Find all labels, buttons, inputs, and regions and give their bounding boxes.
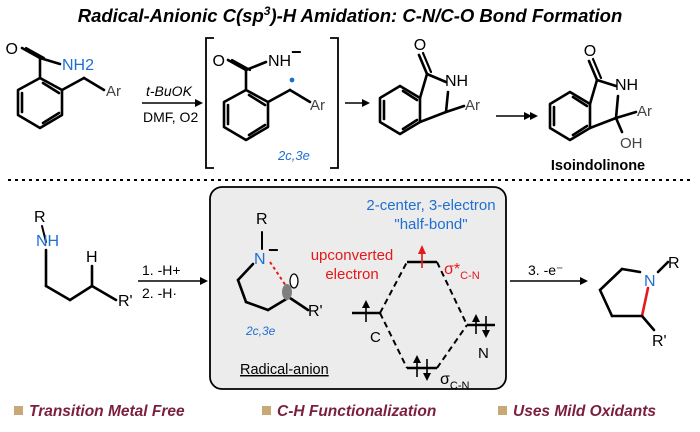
bottom-substrate-h: H xyxy=(86,249,98,266)
radical-anion-rprime: R' xyxy=(308,303,323,320)
feature-2: C-H Functionalization xyxy=(277,403,436,420)
oxygen-label: O xyxy=(6,41,18,58)
intermediate-ar-label: Ar xyxy=(310,97,325,114)
product2-ar-label: Ar xyxy=(637,103,652,120)
arrow-head-2 xyxy=(362,99,370,107)
bottom-substrate-r: R xyxy=(34,209,46,226)
intermediate-radical-anion: O xyxy=(213,53,312,142)
pyrrolidine-r: R xyxy=(668,255,680,272)
mo-diagram xyxy=(352,245,495,381)
bracket-left xyxy=(205,37,214,169)
step-3-label: 3. -e⁻ xyxy=(528,262,563,278)
upconverted-line-1: upconverted xyxy=(311,247,394,264)
bottom-substrate-rprime: R' xyxy=(118,293,133,310)
step-2-label: 2. -H· xyxy=(142,285,177,301)
radical-anion-r: R xyxy=(256,211,268,228)
radical-anion-charge: − xyxy=(268,240,279,260)
feature-bullet-1 xyxy=(14,406,23,415)
isoindolinone-label: Isoindolinone xyxy=(551,158,645,174)
radical-anion-2c3e: 2c,3e xyxy=(245,324,276,338)
reagent-tbuok: t-BuOK xyxy=(146,83,193,99)
half-bond-line-1: 2-center, 3-electron xyxy=(366,197,495,214)
intermediate-charge: − xyxy=(291,42,302,62)
radical-anion-caption: Radical-anion xyxy=(240,362,329,378)
bracket-right xyxy=(330,37,339,169)
product-hydroxy-isoindolinone: O xyxy=(548,43,638,142)
pyrrolidine-product xyxy=(598,260,670,332)
mo-label-n: N xyxy=(478,345,489,362)
pyrrolidine-n: N xyxy=(644,273,656,290)
feature-bullet-2 xyxy=(262,406,271,415)
svg-text:O: O xyxy=(584,43,596,60)
half-bond-line-2: "half-bond" xyxy=(394,216,467,233)
reagent-dmf-o2: DMF, O2 xyxy=(143,109,198,125)
title: Radical-Anionic C(sp3)-H Amidation: C-N/… xyxy=(78,4,623,26)
bottom-substrate-amine xyxy=(41,225,118,302)
mechanism-box xyxy=(209,186,507,390)
intermediate-2c3e-label: 2c,3e xyxy=(277,148,310,163)
feature-3: Uses Mild Oxidants xyxy=(513,403,656,420)
svg-text:O: O xyxy=(213,53,225,70)
product1-ar-label: Ar xyxy=(465,97,480,114)
sigma-label: σC-N xyxy=(440,371,469,392)
mo-label-c: C xyxy=(370,329,381,346)
step-1-label: 1. -H+ xyxy=(142,262,181,278)
sigma-star-label: σ*C-N xyxy=(444,261,480,282)
intermediate-nh-label: NH xyxy=(268,53,291,70)
product-isoindolinone-1: O xyxy=(378,37,466,136)
substrate-ar-label: Ar xyxy=(106,83,121,100)
upconverted-line-2: electron xyxy=(325,266,378,283)
pyrrolidine-rprime: R' xyxy=(652,333,667,350)
product1-nh-label: NH xyxy=(445,73,468,90)
substrate-nh2-label: NH2 xyxy=(62,57,94,74)
product2-nh-label: NH xyxy=(615,77,638,94)
radical-anion-n: N xyxy=(254,251,266,268)
radical-anion-structure xyxy=(236,231,310,312)
product2-oh-label: OH xyxy=(620,135,643,152)
feature-1: Transition Metal Free xyxy=(29,403,185,420)
substrate-benzamide: O xyxy=(6,41,106,130)
arrow-head-1 xyxy=(195,99,203,107)
bottom-substrate-nh: NH xyxy=(36,233,59,250)
feature-bullet-3 xyxy=(498,406,507,415)
svg-text:O: O xyxy=(414,37,426,54)
